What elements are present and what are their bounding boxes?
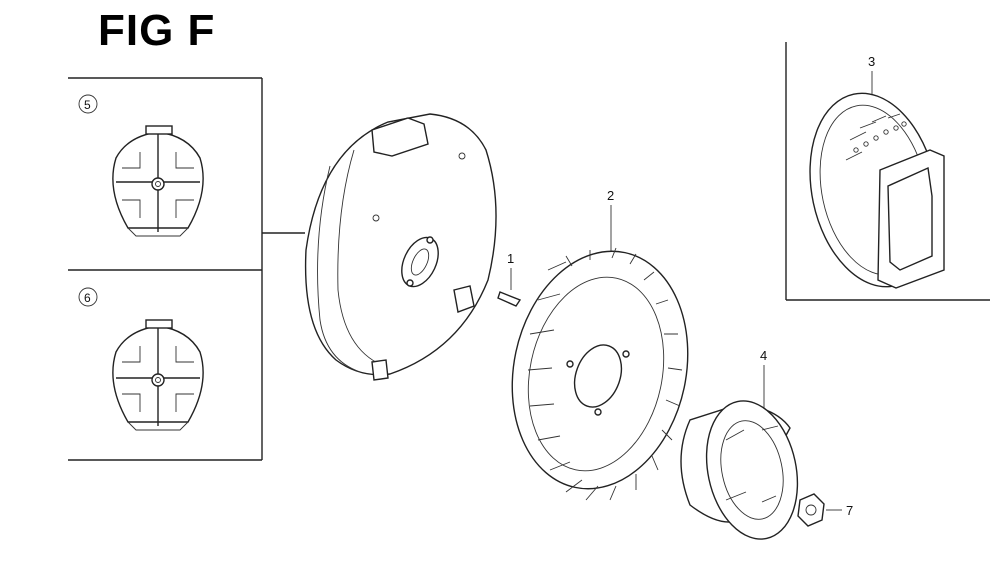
callout-5-circle <box>78 94 98 114</box>
callout-4-label: 4 <box>760 348 767 363</box>
part-7-flange-nut: 7 <box>797 493 853 527</box>
callout-3-label: 3 <box>868 54 875 69</box>
part-6-starter-pulley: 6 <box>78 287 204 431</box>
part-3-starter-cup: 3 <box>809 54 945 289</box>
callout-1-label: 1 <box>507 251 514 266</box>
part-4-starter-cup: 4 <box>680 348 799 540</box>
figure-title: FIG F <box>98 6 216 55</box>
callout-7-label: 7 <box>846 503 853 518</box>
part-3-inset-frame <box>785 42 990 301</box>
part-5-starter-pulley: 5 <box>78 94 204 237</box>
starter-pulley-assembly <box>304 113 497 381</box>
callout-5-label: 5 <box>84 98 91 112</box>
part-2-flywheel: 2 <box>511 188 689 501</box>
callout-2-label: 2 <box>607 188 614 203</box>
inset-frames <box>68 77 305 461</box>
callout-6-label: 6 <box>84 291 91 305</box>
part-1-key: 1 <box>497 251 522 307</box>
callout-6-circle <box>78 287 98 307</box>
